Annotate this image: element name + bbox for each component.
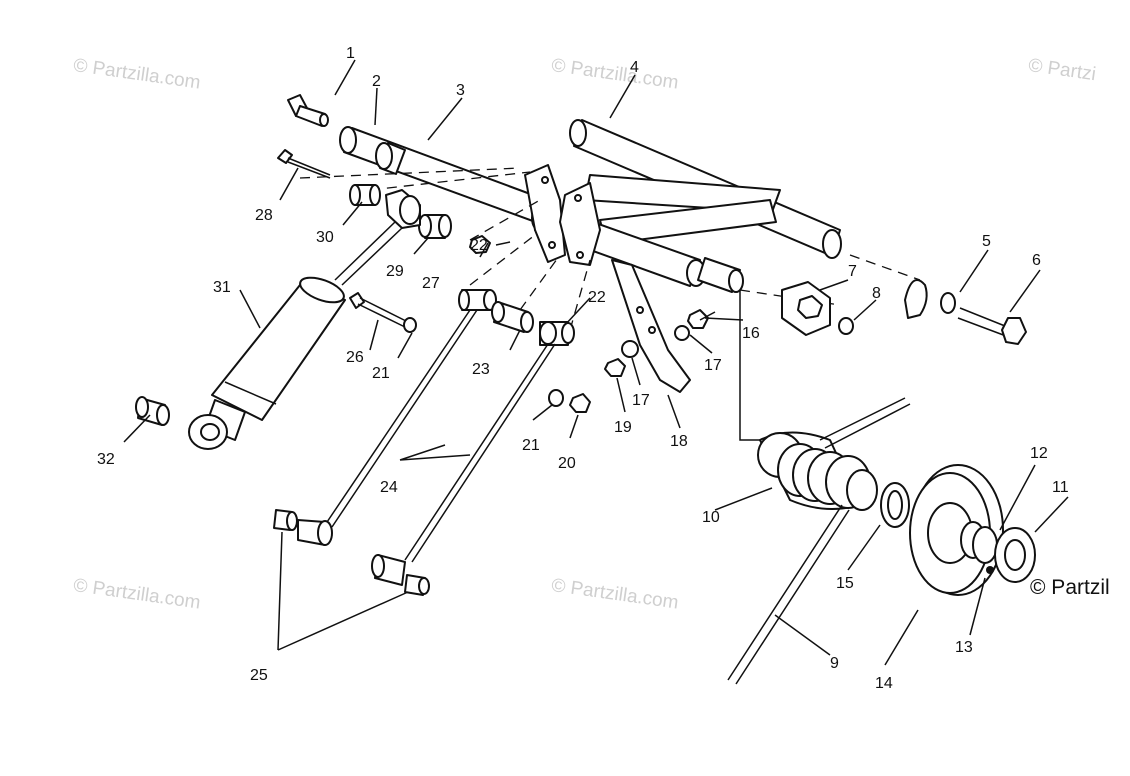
callout-32: 32 bbox=[97, 451, 115, 468]
callout-25: 25 bbox=[250, 667, 268, 684]
pin-28 bbox=[277, 149, 331, 179]
torsion-spring-10 bbox=[727, 397, 911, 685]
callout-19: 19 bbox=[614, 419, 632, 436]
cross-braces bbox=[584, 174, 781, 245]
callout-20: 20 bbox=[558, 455, 576, 472]
nut-20 bbox=[569, 393, 591, 413]
washer-15 bbox=[880, 482, 910, 528]
callout-15: 15 bbox=[836, 575, 854, 592]
copyright-label: © Partzil bbox=[1030, 576, 1110, 599]
bolt-6 bbox=[957, 307, 1027, 345]
washer-17 bbox=[621, 340, 639, 358]
wheel-14 bbox=[909, 464, 1004, 596]
bolt-26 bbox=[349, 292, 417, 333]
bushing-32 bbox=[135, 396, 170, 426]
callout-4: 4 bbox=[630, 59, 639, 76]
washer-17 bbox=[674, 325, 690, 341]
bracket-18 bbox=[611, 259, 691, 393]
callout-numbers: 1 2 3 4 5 6 7 8 9 10 11 12 13 14 15 16 1… bbox=[97, 45, 1069, 692]
callout-17: 17 bbox=[632, 392, 650, 409]
washer-8 bbox=[838, 317, 854, 335]
callout-23: 23 bbox=[472, 361, 490, 378]
bolt-1 bbox=[287, 94, 329, 127]
side-plates bbox=[524, 164, 601, 266]
plate-7 bbox=[781, 281, 831, 336]
leader-lines bbox=[123, 59, 1069, 666]
callout-7: 7 bbox=[848, 263, 857, 280]
callout-22: 22 bbox=[588, 289, 606, 306]
callout-18: 18 bbox=[670, 433, 688, 450]
link-rods-24 bbox=[297, 289, 575, 586]
callout-24: 24 bbox=[380, 479, 398, 496]
bolt-16 bbox=[687, 309, 716, 329]
callout-10: 10 bbox=[702, 509, 720, 526]
callout-6: 6 bbox=[1032, 252, 1041, 269]
callout-14: 14 bbox=[875, 675, 893, 692]
callout-11: 11 bbox=[1052, 479, 1069, 496]
callout-16: 16 bbox=[742, 325, 760, 342]
bushings-25 bbox=[273, 509, 430, 596]
bearing-11 bbox=[994, 527, 1036, 583]
assembly-lines bbox=[299, 167, 921, 441]
bushing-23 bbox=[491, 301, 534, 333]
callout-21: 21 bbox=[372, 365, 390, 382]
callout-21: 21 bbox=[522, 437, 540, 454]
washer-5 bbox=[940, 292, 956, 314]
callout-3: 3 bbox=[456, 82, 465, 99]
callout-27: 27 bbox=[422, 275, 440, 292]
shock-absorber-31 bbox=[188, 189, 421, 450]
callout-28: 28 bbox=[255, 207, 273, 224]
washer-21 bbox=[548, 389, 564, 407]
clip bbox=[904, 279, 928, 319]
callout-5: 5 bbox=[982, 233, 991, 250]
nut-19 bbox=[604, 358, 626, 377]
callout-1: 1 bbox=[346, 45, 355, 62]
callout-17: 17 bbox=[704, 357, 722, 374]
callout-22: 22 bbox=[470, 237, 488, 254]
callout-29: 29 bbox=[386, 263, 404, 280]
callout-8: 8 bbox=[872, 285, 881, 302]
callout-31: 31 bbox=[213, 279, 231, 296]
bushing-30 bbox=[349, 184, 381, 206]
callout-2: 2 bbox=[372, 73, 381, 90]
callout-30: 30 bbox=[316, 229, 334, 246]
callout-26: 26 bbox=[346, 349, 364, 366]
callout-9: 9 bbox=[830, 655, 839, 672]
bushing-29 bbox=[418, 214, 452, 239]
callout-12: 12 bbox=[1030, 445, 1048, 462]
callout-13: 13 bbox=[955, 639, 973, 656]
